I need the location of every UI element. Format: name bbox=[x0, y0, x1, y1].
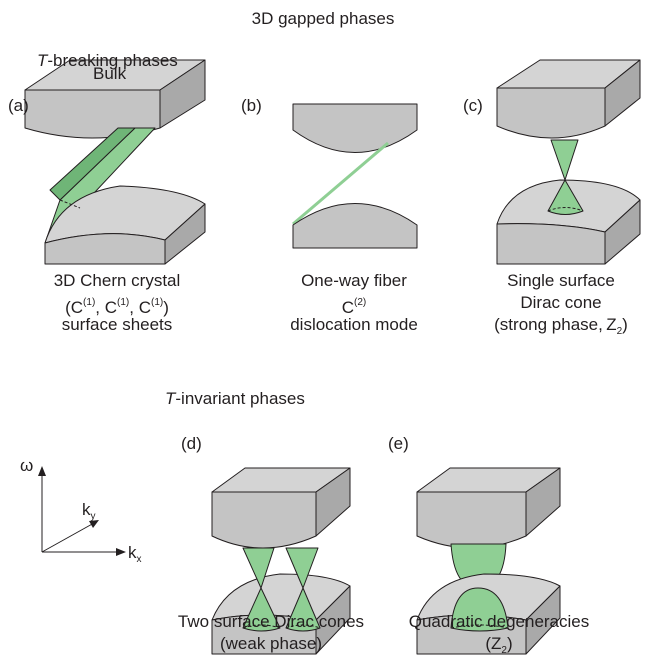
panel-c-upper-bulk bbox=[496, 59, 641, 139]
figure-title: 3D gapped phases bbox=[251, 9, 395, 28]
panel-d-upper-bulk bbox=[211, 467, 351, 549]
panel-c-dirac-cone bbox=[547, 139, 584, 215]
panel-a-caption-line3: surface sheets bbox=[61, 315, 173, 334]
panel-a-upper-bulk bbox=[24, 59, 206, 139]
axis-label-ky: ky bbox=[82, 500, 96, 522]
panel-a-bulk-label: Bulk bbox=[93, 64, 127, 83]
axis-label-omega: ω bbox=[20, 456, 34, 475]
panel-a-caption-line1: 3D Chern crystal bbox=[53, 271, 181, 290]
panel-c-tag: (c) bbox=[463, 96, 483, 115]
panel-a-lower-bulk bbox=[44, 185, 206, 265]
panel-d-dirac-cone-left bbox=[242, 547, 281, 632]
panel-b-tag: (b) bbox=[241, 96, 262, 115]
panel-d-caption-line2: (weak phase) bbox=[219, 634, 323, 653]
panel-a-tag: (a) bbox=[8, 96, 29, 115]
panel-c-caption-line1: Single surface bbox=[507, 271, 615, 290]
panel-e-lower-degeneracy bbox=[450, 587, 509, 632]
panel-e-upper-bulk bbox=[416, 467, 561, 549]
section-heading-t-invariant: T-invariant phases bbox=[165, 389, 305, 408]
section-heading-t-breaking: T-breaking phases bbox=[37, 51, 178, 70]
panel-d-tag: (d) bbox=[181, 434, 202, 453]
panel-d-caption-line1: Two surface Dirac cones bbox=[177, 612, 365, 631]
panel-b-caption-line1: One-way fiber bbox=[301, 271, 407, 290]
panel-d-dirac-cone-right bbox=[285, 547, 321, 632]
axis-label-kx: kx bbox=[128, 543, 142, 565]
panel-b-caption-line2: C(2) bbox=[341, 297, 367, 317]
panel-b-upper-bulk bbox=[292, 103, 418, 153]
panel-c-caption-line3: (strong phase, Z2) bbox=[494, 315, 628, 337]
panel-b-lower-bulk bbox=[292, 203, 418, 249]
panel-e-tag: (e) bbox=[388, 434, 409, 453]
panel-b-one-way-fiber bbox=[292, 141, 389, 226]
panel-a-chern-sheet-back bbox=[49, 127, 136, 201]
panel-c-caption-line2: Dirac cone bbox=[520, 293, 602, 312]
panel-a-caption-line2: (C(1), C(1), C(1)) bbox=[65, 297, 169, 317]
panel-e-caption-line1: Quadratic degeneracies bbox=[408, 612, 590, 631]
panel-e-caption-line2: (Z2) bbox=[485, 634, 513, 656]
panel-b-caption-line3: dislocation mode bbox=[290, 315, 418, 334]
axes-triad bbox=[38, 466, 126, 556]
